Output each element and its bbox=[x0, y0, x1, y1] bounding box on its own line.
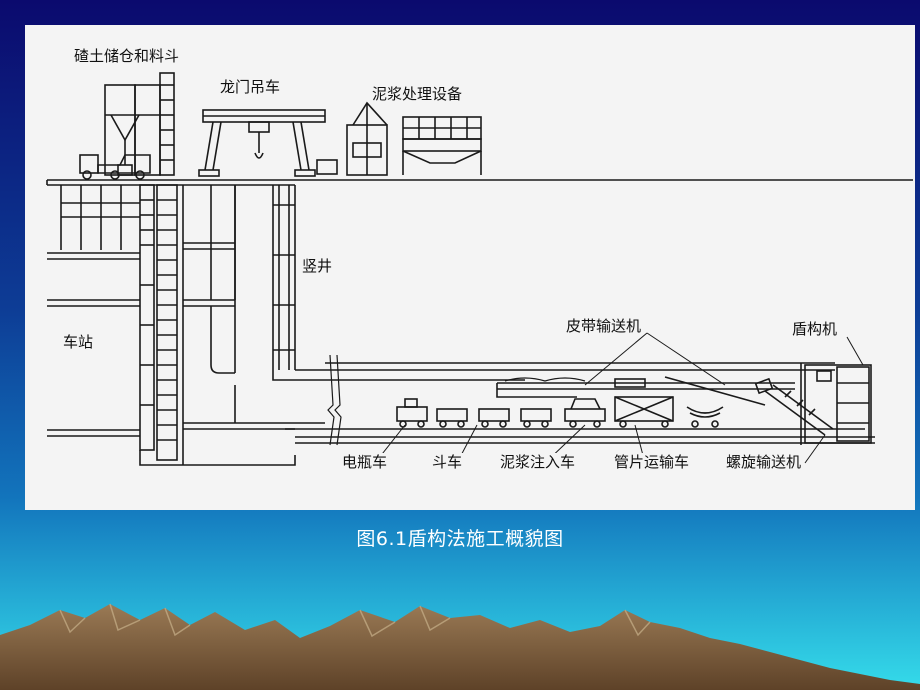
label-slurry-treatment: 泥浆处理设备 bbox=[371, 85, 464, 103]
battery-car-icon bbox=[396, 398, 428, 428]
label-gantry-crane: 龙门吊车 bbox=[219, 78, 282, 96]
diagram-panel: 碴土储仓和料斗 龙门吊车 泥浆处理设备 竖井 车站 皮带输送机 盾构机 电瓶车 … bbox=[25, 25, 915, 510]
dump-truck-icon bbox=[79, 154, 151, 180]
slurry-injection-car-icon bbox=[564, 398, 606, 428]
figure-caption: 图6.1盾构法施工概貌图 bbox=[356, 528, 564, 550]
label-battery-car: 电瓶车 bbox=[341, 453, 389, 471]
storage-bin-hopper-icon bbox=[104, 72, 175, 176]
label-station: 车站 bbox=[62, 333, 95, 351]
label-shield-machine: 盾构机 bbox=[791, 320, 839, 338]
gantry-crane-icon bbox=[198, 109, 338, 177]
vertical-shaft-structure bbox=[139, 184, 325, 466]
label-screw-conveyor: 螺旋输送机 bbox=[725, 453, 803, 471]
tunnel bbox=[295, 354, 875, 446]
shield-machine-icon bbox=[800, 363, 872, 445]
bucket-car-icon bbox=[436, 408, 552, 428]
station-structure bbox=[47, 184, 155, 451]
label-bucket-car: 斗车 bbox=[431, 453, 464, 471]
segment-transport-car-icon bbox=[614, 396, 724, 428]
shield-tunneling-diagram bbox=[46, 72, 913, 466]
mountain-range-decoration bbox=[0, 603, 920, 690]
label-shaft: 竖井 bbox=[301, 257, 334, 275]
slurry-treatment-equipment-icon bbox=[346, 101, 482, 176]
screw-conveyor-icon bbox=[754, 377, 834, 436]
label-storage-hopper: 碴土储仓和料斗 bbox=[73, 47, 181, 65]
label-segment-transport-car: 管片运输车 bbox=[613, 453, 691, 471]
label-slurry-injection-car: 泥浆注入车 bbox=[499, 453, 577, 471]
label-belt-conveyor: 皮带输送机 bbox=[565, 317, 643, 335]
belt-conveyor-icon bbox=[496, 376, 795, 406]
